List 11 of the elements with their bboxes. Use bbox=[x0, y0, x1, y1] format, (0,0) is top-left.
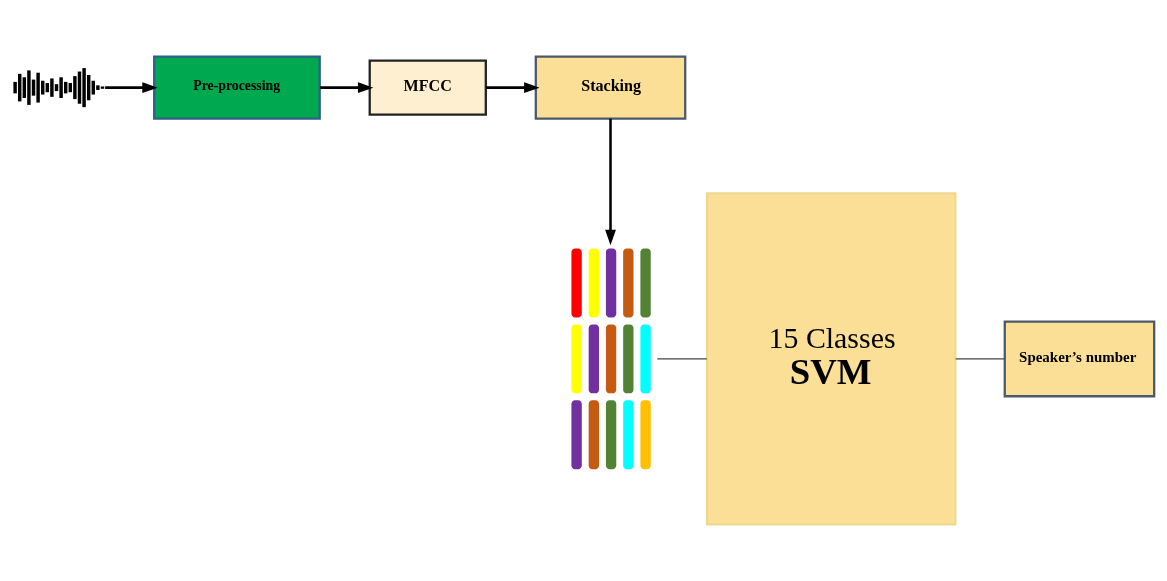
node-box: Pre-processing bbox=[153, 55, 321, 120]
arrow bbox=[605, 118, 616, 246]
node-box: Stacking bbox=[534, 55, 687, 120]
node-box: Speaker’s number bbox=[1003, 320, 1156, 398]
node-box: 15 Classes SVM bbox=[705, 192, 957, 526]
arrow bbox=[105, 82, 158, 94]
connector bbox=[656, 358, 708, 360]
arrow bbox=[486, 82, 540, 94]
connector bbox=[955, 358, 1006, 360]
arrow bbox=[320, 82, 374, 94]
node-box: MFCC bbox=[368, 59, 487, 116]
